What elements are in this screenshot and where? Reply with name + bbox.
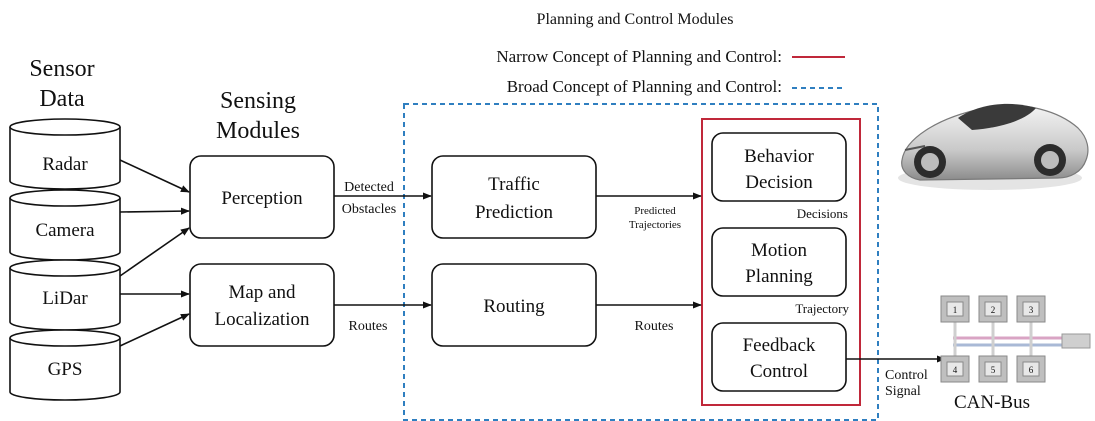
svg-text:2: 2: [991, 305, 996, 315]
behavior-decision-box: Behavior Decision: [711, 132, 847, 202]
sensor-gps-label: GPS: [48, 359, 83, 380]
edge-label-decisions: Decisions: [797, 206, 848, 221]
can-bus-node-3: 3: [1016, 295, 1046, 323]
feedback-control-box: Feedback Control: [711, 322, 847, 392]
edge-label-routes-1: Routes: [349, 319, 388, 334]
perception-box: Perception: [189, 155, 335, 239]
sensor-camera: Camera: [9, 189, 121, 261]
motion-planning-box: Motion Planning: [711, 227, 847, 297]
svg-text:4: 4: [953, 365, 958, 375]
can-bus-node-6: 6: [1016, 355, 1046, 383]
map-localization-box: Map and Localization: [189, 263, 335, 347]
car-icon: [898, 103, 1089, 190]
legend-title: Planning and Control Modules: [537, 11, 734, 28]
feedback-control-label-line2: Control: [750, 361, 808, 382]
svg-text:6: 6: [1029, 365, 1034, 375]
svg-text:3: 3: [1029, 305, 1034, 315]
edge-label-control: Control: [885, 368, 928, 383]
routing-box: Routing: [431, 263, 597, 347]
edge-label-predicted: Predicted: [634, 205, 676, 217]
arrow-radar-perception: [119, 159, 190, 193]
can-bus-node-4: 4: [940, 355, 970, 383]
map-localization-label-line2: Localization: [215, 309, 310, 330]
arrow-camera-perception: [119, 207, 190, 215]
sensor-data-title-line2: Data: [39, 86, 85, 112]
arrow-lidar-perception: [119, 227, 190, 277]
behavior-decision-label-line2: Decision: [745, 172, 813, 193]
routing-label: Routing: [483, 296, 545, 317]
svg-text:1: 1: [953, 305, 958, 315]
sensor-radar-label: Radar: [42, 154, 88, 175]
sensor-gps: GPS: [9, 329, 121, 401]
traffic-prediction-label-line1: Traffic: [488, 174, 540, 195]
perception-label: Perception: [221, 188, 303, 209]
edge-label-trajectories: Trajectories: [629, 219, 681, 231]
sensor-lidar-label: LiDar: [42, 288, 88, 309]
sensing-modules-title-line1: Sensing: [220, 88, 296, 114]
can-bus-node-5: 5: [978, 355, 1008, 383]
sensor-lidar: LiDar: [9, 259, 121, 331]
sensor-camera-label: Camera: [35, 220, 95, 241]
narrow-concept-region: [701, 118, 861, 406]
traffic-prediction-label-line2: Prediction: [475, 202, 554, 223]
motion-planning-label-line2: Planning: [745, 266, 813, 287]
can-bus-label: CAN-Bus: [954, 392, 1030, 413]
map-localization-label-line1: Map and: [228, 282, 296, 303]
edge-label-trajectory: Trajectory: [795, 301, 849, 316]
sensor-data-title-line1: Sensor: [29, 56, 94, 82]
traffic-prediction-box: Traffic Prediction: [431, 155, 597, 239]
legend-narrow-label: Narrow Concept of Planning and Control:: [496, 47, 782, 66]
arrow-gps-map: [119, 313, 190, 347]
edge-label-routes-2: Routes: [635, 319, 674, 334]
legend-broad-label: Broad Concept of Planning and Control:: [507, 77, 782, 96]
edge-label-signal: Signal: [885, 384, 921, 399]
feedback-control-label-line1: Feedback: [743, 335, 816, 356]
edge-label-detected: Detected: [344, 180, 394, 195]
edge-label-obstacles: Obstacles: [342, 202, 396, 217]
can-bus-node-2: 2: [978, 295, 1008, 323]
svg-text:5: 5: [991, 365, 996, 375]
can-bus-icon: 1 2 3 4 5 6: [940, 295, 1091, 383]
sensor-radar: Radar: [9, 118, 121, 190]
can-bus-node-1: 1: [940, 295, 970, 323]
motion-planning-label-line1: Motion: [751, 240, 807, 261]
behavior-decision-label-line1: Behavior: [744, 146, 814, 167]
broad-concept-region: [403, 103, 879, 421]
sensing-modules-title-line2: Modules: [216, 118, 300, 144]
